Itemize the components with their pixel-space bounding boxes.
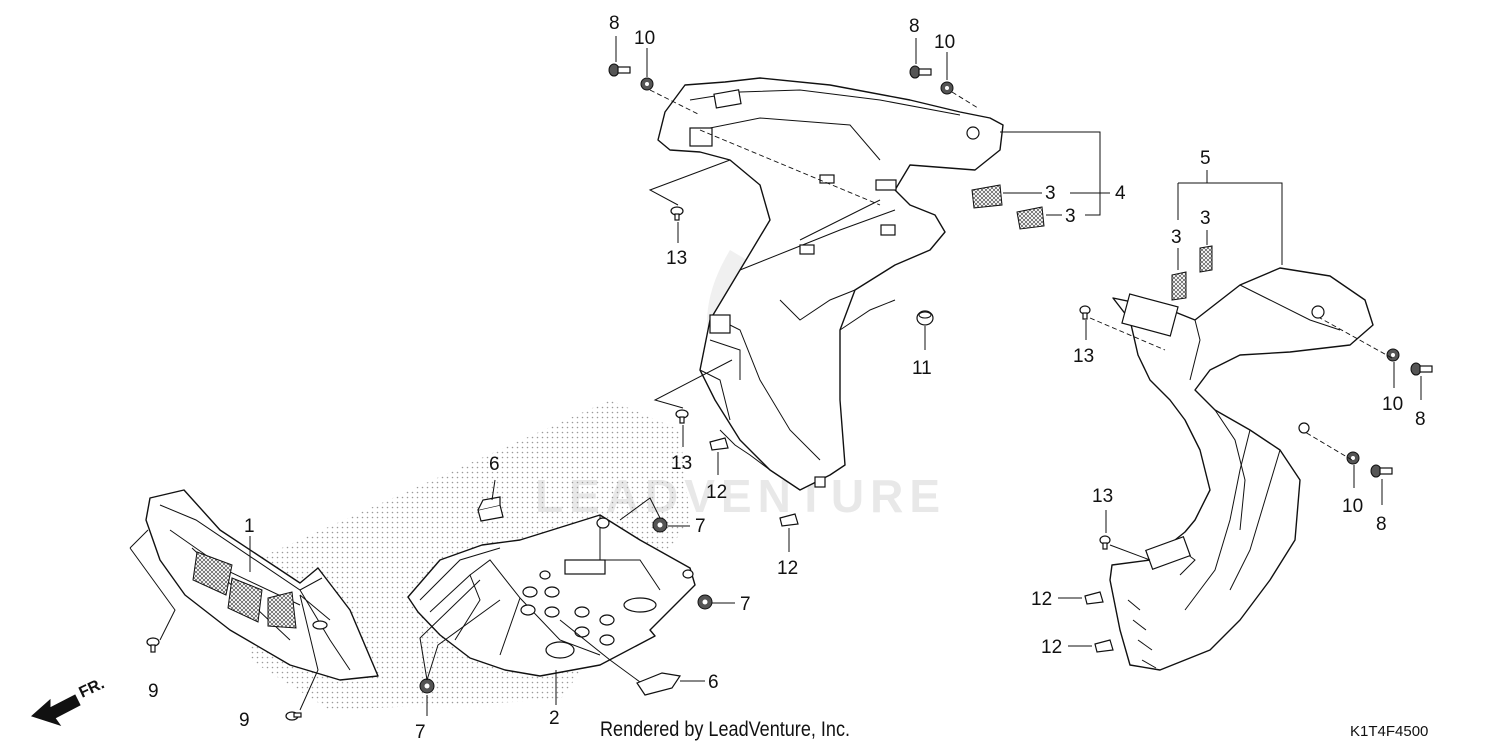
callout-13: 13: [1073, 346, 1094, 367]
callout-3: 3: [1171, 227, 1182, 248]
callout-10: 10: [934, 32, 955, 53]
callout-10: 10: [1382, 394, 1403, 415]
part-front-lower-cover: [145, 489, 379, 681]
cap-icon: [477, 496, 504, 522]
callout-7: 7: [740, 594, 751, 615]
callout-3: 3: [1200, 208, 1211, 229]
pad-icon: [971, 184, 1003, 209]
callout-11: 11: [912, 358, 932, 379]
pad-icon: [1016, 206, 1045, 230]
screw-icon: [146, 637, 160, 653]
screw-icon: [1079, 305, 1091, 320]
diagram-code: K1T4F4500: [1350, 723, 1429, 740]
washer-icon: [640, 77, 654, 91]
part-floor-undercover: [407, 514, 696, 677]
callout-9: 9: [239, 710, 250, 731]
hardware-symbols: [146, 63, 1433, 721]
callout-8: 8: [609, 13, 620, 34]
part-side-cover-right: [1109, 267, 1374, 671]
callout-6: 6: [489, 454, 500, 475]
front-direction-arrow: FR.: [31, 675, 108, 726]
callout-12: 12: [777, 558, 798, 579]
screw-icon: [670, 206, 684, 221]
pad-icon: [1171, 271, 1187, 301]
callout-3: 3: [1065, 206, 1076, 227]
callout-7: 7: [695, 516, 706, 537]
pad-icon: [1199, 245, 1213, 273]
callout-13: 13: [1092, 486, 1113, 507]
callout-12: 12: [1041, 637, 1062, 658]
front-marker-label: FR.: [77, 675, 108, 701]
nut-icon: [652, 517, 668, 533]
render-credit: Rendered by LeadVenture, Inc.: [600, 718, 851, 741]
cap-icon: [636, 672, 682, 696]
callout-2: 2: [549, 708, 560, 729]
clip-icon: [779, 513, 799, 527]
screw-icon: [285, 711, 302, 721]
washer-icon: [940, 81, 954, 95]
leader-lines: [129, 36, 1422, 716]
callout-12: 12: [706, 482, 727, 503]
bolt-icon: [1370, 464, 1393, 478]
callout-5: 5: [1200, 148, 1211, 169]
callout-9: 9: [148, 681, 159, 702]
washer-icon: [1346, 451, 1360, 465]
grommet-icon: [916, 310, 934, 326]
washer-icon: [1386, 348, 1400, 362]
callout-10: 10: [1342, 496, 1363, 517]
callout-8: 8: [1376, 514, 1387, 535]
callout-4: 4: [1115, 183, 1126, 204]
clip-icon: [1094, 639, 1114, 653]
screw-icon: [1099, 535, 1111, 550]
callout-6: 6: [708, 672, 719, 693]
callout-3: 3: [1045, 183, 1056, 204]
bolt-icon: [909, 65, 932, 79]
nut-icon: [419, 678, 435, 694]
callout-1: 1: [244, 516, 255, 537]
callout-10: 10: [634, 28, 655, 49]
callout-12: 12: [1031, 589, 1052, 610]
callout-7: 7: [415, 722, 426, 743]
arrow-left-icon: [31, 694, 81, 726]
callout-numbers: 1 2 3 3 3 3 4 5 6 6 7 7 7 8 8 8 8 9 9 10…: [148, 13, 1426, 743]
nut-icon: [697, 594, 713, 610]
bolt-icon: [608, 63, 631, 77]
callout-13: 13: [671, 453, 692, 474]
callout-8: 8: [1415, 409, 1426, 430]
callout-8: 8: [909, 16, 920, 37]
clip-icon: [709, 437, 729, 451]
bolt-icon: [1410, 362, 1433, 376]
callout-13: 13: [666, 248, 687, 269]
screw-icon: [675, 409, 689, 424]
part-inner-cover-center: [657, 77, 1004, 491]
clip-icon: [1084, 591, 1104, 605]
